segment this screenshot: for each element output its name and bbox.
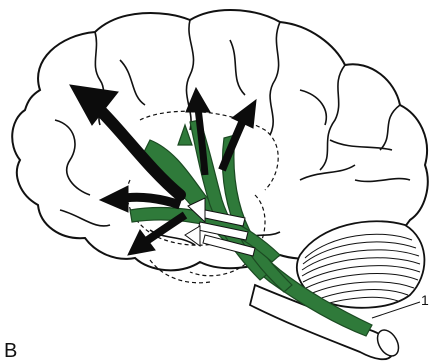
panel-label: B — [4, 340, 17, 363]
callout-label: 1 — [421, 292, 429, 308]
